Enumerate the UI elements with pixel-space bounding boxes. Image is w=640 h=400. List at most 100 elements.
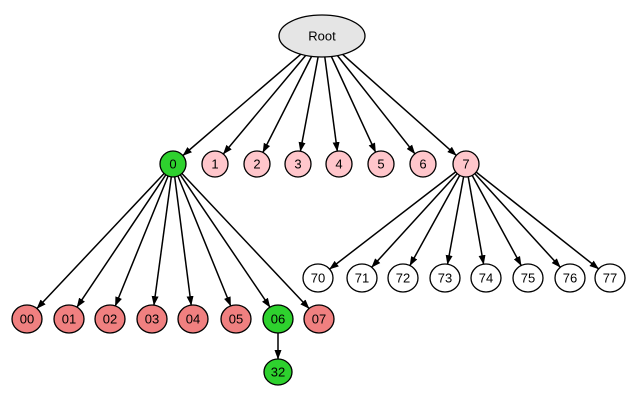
node-4-label: 4 [335,157,342,172]
node-77-shape [594,263,626,293]
edge-Root-to-7 [342,53,457,156]
edge-0-to-04 [173,176,194,306]
node-71-label: 71 [355,271,369,286]
node-06-label: 06 [271,312,285,327]
edge-0-to-05 [177,175,232,307]
node-05-shape [220,304,252,334]
edge-7-to-77 [475,171,600,270]
node-03-shape [136,304,168,334]
node-04: 04 [177,304,209,334]
edge-7-to-73 [445,176,465,265]
edge-0-to-06 [179,174,271,308]
node-6-label: 6 [419,157,426,172]
node-1-shape [201,150,229,178]
node-72-label: 72 [396,271,410,286]
node-75: 75 [512,263,544,293]
edges [36,53,600,360]
node-70-label: 70 [311,271,325,286]
node-5-shape [367,150,395,178]
node-73: 73 [429,263,461,293]
node-7-label: 7 [462,157,469,172]
node-77-label: 77 [603,271,617,286]
node-0: 0 [159,150,187,178]
node-01-label: 01 [62,312,76,327]
node-2-shape [243,150,271,178]
node-00-label: 00 [20,312,34,327]
node-74-shape [470,263,502,293]
node-3-label: 3 [294,157,301,172]
edge-7-to-72 [409,175,461,267]
edge-0-to-02 [114,175,169,307]
node-02-label: 02 [103,312,117,327]
node-5: 5 [367,150,395,178]
edge-0-to-00 [36,172,165,310]
node-1: 1 [201,150,229,178]
node-01: 01 [53,304,85,334]
node-5-label: 5 [377,157,384,172]
node-7: 7 [452,150,480,178]
node-02-shape [94,304,126,334]
node-00-shape [11,304,43,334]
edge-Root-to-6 [336,55,416,155]
node-01-shape [53,304,85,334]
node-00: 00 [11,304,43,334]
node-74: 74 [470,263,502,293]
edge-Root-to-2 [262,56,313,153]
node-76: 76 [554,263,586,293]
node-71-shape [346,263,378,293]
node-3: 3 [284,150,312,178]
edge-0-to-01 [76,174,167,308]
edge-Root-to-3 [298,56,319,152]
node-06: 06 [262,304,294,334]
node-1-label: 1 [211,157,218,172]
node-2: 2 [243,150,271,178]
node-03-label: 03 [145,312,159,327]
node-73-label: 73 [438,271,452,286]
node-07-label: 07 [312,312,326,327]
node-75-shape [512,263,544,293]
node-70: 70 [302,263,334,293]
node-75-label: 75 [521,271,535,286]
edge-7-to-75 [471,175,522,266]
node-72-shape [387,263,419,293]
node-70-shape [302,263,334,293]
node-76-shape [554,263,586,293]
node-72: 72 [387,263,419,293]
node-3-shape [284,150,312,178]
node-0-shape [159,150,187,178]
node-71: 71 [346,263,378,293]
edge-Root-to-0 [182,53,302,157]
node-4-shape [325,150,353,178]
node-73-shape [429,263,461,293]
node-07: 07 [303,304,335,334]
node-77: 77 [594,263,626,293]
node-2-label: 2 [253,157,260,172]
edge-Root-to-1 [222,54,307,155]
node-06-shape [262,304,294,334]
node-6: 6 [409,150,437,178]
edge-7-to-71 [371,173,458,268]
edge-7-to-76 [474,173,561,268]
edge-Root-to-5 [330,56,377,153]
node-05: 05 [220,304,252,334]
node-Root-shape [278,14,366,58]
node-0-label: 0 [169,157,176,172]
edge-0-to-07 [181,172,310,310]
node-Root-label: Root [308,29,336,44]
node-6-shape [409,150,437,178]
node-32-label: 32 [271,365,285,380]
node-32: 32 [263,358,293,386]
edge-7-to-70 [329,171,457,270]
node-07-shape [303,304,335,334]
edge-7-to-74 [467,176,486,265]
node-74-label: 74 [479,271,493,286]
node-03: 03 [136,304,168,334]
node-04-shape [177,304,209,334]
node-4: 4 [325,150,353,178]
node-04-label: 04 [186,312,200,327]
edge-Root-to-4 [324,56,340,152]
node-32-shape [263,358,293,386]
